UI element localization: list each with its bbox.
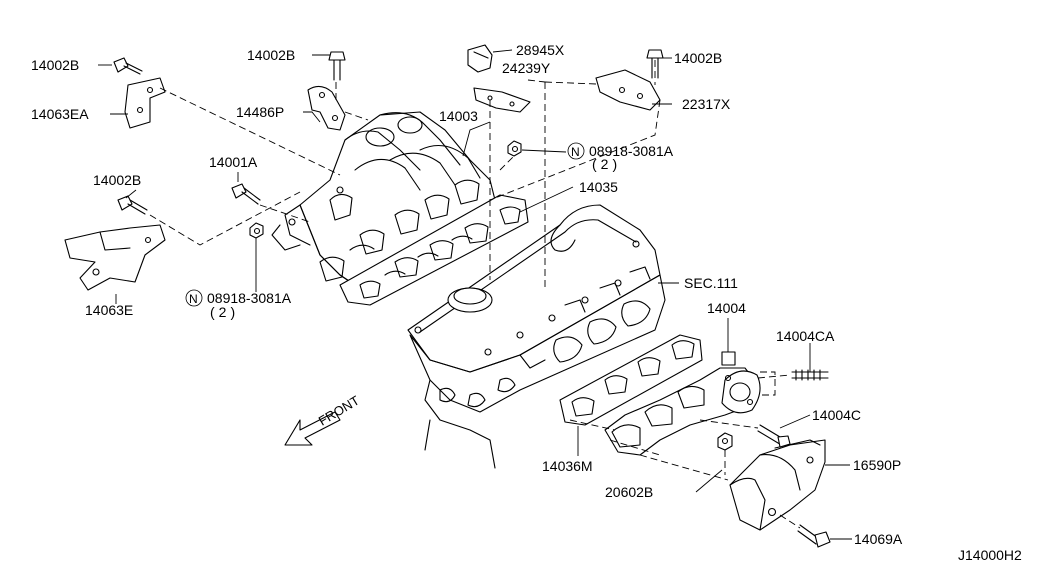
- label-14004: 14004: [707, 300, 746, 316]
- label-28945x: 28945X: [516, 42, 565, 58]
- part-labels: 14002B 14063EA 14002B 14486P 28945X 2423…: [31, 42, 1022, 563]
- label-14004ca: 14004CA: [776, 328, 835, 344]
- label-14003: 14003: [439, 108, 478, 124]
- bolt-14002b-2: [328, 51, 346, 81]
- label-20602b: 20602B: [605, 484, 653, 500]
- label-qty-top: (2): [592, 156, 621, 172]
- label-sec111: SEC.111: [684, 275, 738, 291]
- nut-symbol-bot: [185, 289, 203, 307]
- label-14063ea: 14063EA: [31, 106, 89, 122]
- front-label: FRONT: [316, 393, 362, 429]
- assembly-dashed-lines: [149, 60, 801, 529]
- nut-symbol-top-letter: N: [571, 145, 580, 159]
- heat-shield-drawing: [729, 439, 826, 531]
- stud-14004c: [757, 424, 791, 448]
- label-14002b-3: 14002B: [674, 50, 722, 66]
- label-24239y: 24239Y: [502, 60, 551, 76]
- exhaust-manifold-drawing: [604, 351, 761, 456]
- label-14002b-4: 14002B: [93, 172, 141, 188]
- label-16590p: 16590P: [853, 457, 901, 473]
- nut-20602b: [717, 432, 733, 451]
- leader-lines: [98, 49, 852, 540]
- label-14036m: 14036M: [542, 458, 593, 474]
- bolt-14069a: [797, 524, 831, 548]
- intake-manifold-drawing: [271, 111, 496, 286]
- label-08918-bot: 08918-3081A: [207, 290, 292, 306]
- bolt-14002b-4: [117, 195, 148, 215]
- label-14001a: 14001A: [209, 154, 258, 170]
- label-22317x: 22317X: [682, 96, 731, 112]
- label-qty-bot: (2): [210, 304, 239, 320]
- label-14002b-2: 14002B: [247, 47, 295, 63]
- label-14063e: 14063E: [85, 302, 133, 318]
- exhaust-gasket-drawing: [559, 334, 703, 426]
- bracket-14486p-drawing: [307, 85, 346, 131]
- intake-gasket-drawing: [339, 194, 529, 306]
- label-08918-top: 08918-3081A: [589, 143, 674, 159]
- label-14069a: 14069A: [854, 531, 903, 547]
- bolt-14002b-3: [646, 49, 664, 79]
- nut-symbol-bot-letter: N: [189, 292, 198, 306]
- nut-symbol-top: [567, 142, 585, 160]
- bolt-14001a: [231, 183, 261, 205]
- label-14035: 14035: [579, 179, 618, 195]
- label-14002b-1: 14002B: [31, 57, 79, 73]
- cylinder-head-drawing: [407, 204, 666, 469]
- front-arrow: [284, 411, 341, 446]
- diagram-reference-code: J14000H2: [958, 547, 1022, 563]
- nut-08918-bot: [249, 222, 264, 239]
- bolt-14002b-1: [113, 57, 143, 75]
- bracket-14063ea-drawing: [124, 77, 166, 129]
- label-14486p: 14486P: [236, 104, 284, 120]
- bracket-22317x-drawing: [595, 69, 661, 111]
- nut-08918-top: [507, 140, 522, 157]
- label-14004c: 14004C: [812, 407, 861, 423]
- bracket-14063e-drawing: [64, 224, 166, 291]
